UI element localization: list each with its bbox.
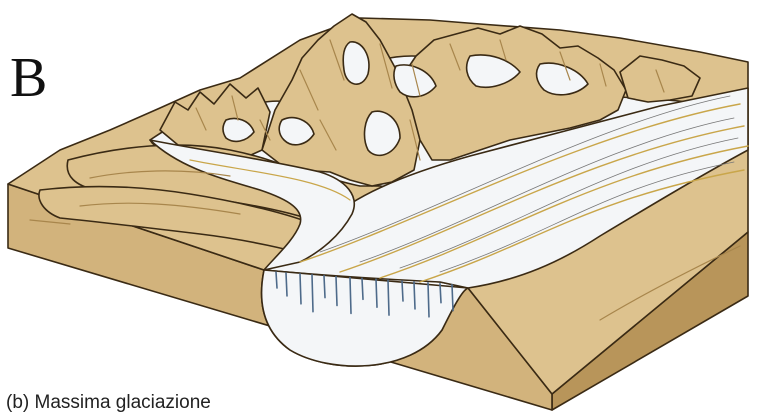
ice-crack [388,280,389,315]
ice-crack [452,285,453,311]
ice-crack [402,281,403,301]
ice-crack [324,276,325,298]
panel-letter: B [10,50,47,106]
ice-crack [286,273,287,296]
figure-caption: (b) Massima glaciazione [6,392,211,414]
ice-crack [350,277,351,313]
ice-crack [312,275,313,312]
ice-crack [336,277,337,306]
ice-crack [276,272,277,288]
ice-crack [414,282,415,309]
ice-crack [362,278,363,299]
ice-crack [428,283,429,317]
ice-crack [300,274,301,304]
ice-crack [440,284,441,303]
ice-crack [376,279,377,307]
